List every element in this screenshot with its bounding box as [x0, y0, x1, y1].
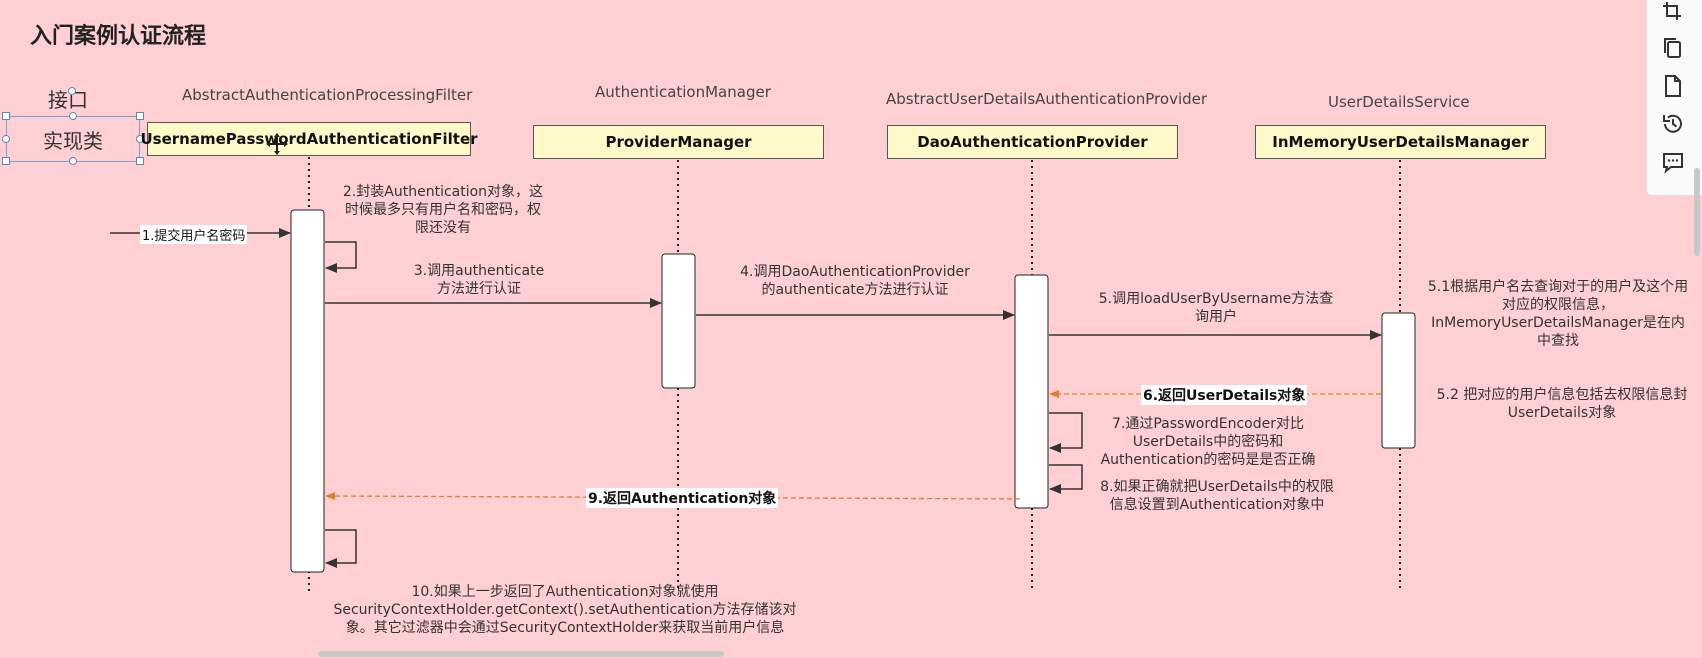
resize-handle-se[interactable] — [136, 157, 144, 165]
resize-handle-sw[interactable] — [2, 157, 10, 165]
note-step-5-1: 5.1根据用户名去查询对于的用户及这个用对应的权限信息，InMemoryUser… — [1427, 279, 1689, 349]
note-step-8: 8.如果正确就把UserDetails中的权限信息设置到Authenticati… — [1100, 479, 1334, 513]
label-step-6: 6.返回UserDetails对象 — [1141, 385, 1308, 405]
box-label: DaoAuthenticationProvider — [917, 133, 1148, 151]
box-in-memory-user-details-manager[interactable]: InMemoryUserDetailsManager — [1255, 125, 1546, 159]
resize-handle-s[interactable] — [69, 157, 77, 165]
vertical-scrollbar[interactable] — [1694, 168, 1700, 256]
box-dao-authentication-provider[interactable]: DaoAuthenticationProvider — [887, 125, 1178, 159]
resize-handle-n[interactable] — [69, 112, 77, 120]
crop-icon[interactable] — [1661, 0, 1685, 24]
arrow-step-2 — [325, 241, 357, 273]
box-label: UsernamePasswordAuthenticationFilter — [140, 130, 478, 148]
box-label: ProviderManager — [605, 133, 752, 151]
comment-icon[interactable] — [1661, 150, 1685, 174]
horizontal-scrollbar[interactable] — [318, 651, 724, 657]
resize-handle-ne[interactable] — [136, 112, 144, 120]
resize-handle-w[interactable] — [2, 135, 10, 143]
arrow-step-10 — [325, 529, 357, 568]
note-step-5: 5.调用loadUserByUsername方法查询用户 — [1098, 291, 1334, 325]
resize-handle-nw[interactable] — [2, 112, 10, 120]
interface-label-manager: AuthenticationManager — [595, 83, 771, 101]
legend-impl-label: 实现类 — [43, 128, 103, 153]
activation-service — [1381, 312, 1416, 449]
arrow-step-8 — [1049, 464, 1083, 494]
arrow-step-7 — [1049, 412, 1083, 453]
box-username-password-filter[interactable]: UsernamePasswordAuthenticationFilter — [140, 122, 478, 156]
right-toolbar — [1646, 0, 1702, 196]
box-provider-manager[interactable]: ProviderManager — [533, 125, 824, 159]
label-step-9: 9.返回Authentication对象 — [586, 488, 779, 508]
resize-handle-e[interactable] — [136, 135, 144, 143]
activation-manager — [661, 253, 696, 389]
history-icon[interactable] — [1661, 112, 1685, 136]
activation-provider — [1014, 274, 1049, 509]
page-title: 入门案例认证流程 — [30, 24, 207, 49]
box-label: InMemoryUserDetailsManager — [1272, 133, 1529, 151]
copy-icon[interactable] — [1661, 36, 1685, 60]
file-icon[interactable] — [1661, 74, 1685, 98]
interface-label-provider: AbstractUserDetailsAuthenticationProvide… — [886, 90, 1208, 108]
move-cursor-icon — [266, 133, 288, 155]
activation-filter — [290, 209, 325, 573]
interface-label-service: UserDetailsService — [1328, 93, 1470, 111]
interface-label-filter: AbstractAuthenticationProcessingFilter — [182, 86, 473, 104]
rotate-handle[interactable] — [68, 87, 76, 95]
note-step-2: 2.封装Authentication对象，这时候最多只有用户名和密码，权限还没有 — [342, 184, 544, 236]
label-step-1: 1.提交用户名密码 — [140, 225, 248, 244]
